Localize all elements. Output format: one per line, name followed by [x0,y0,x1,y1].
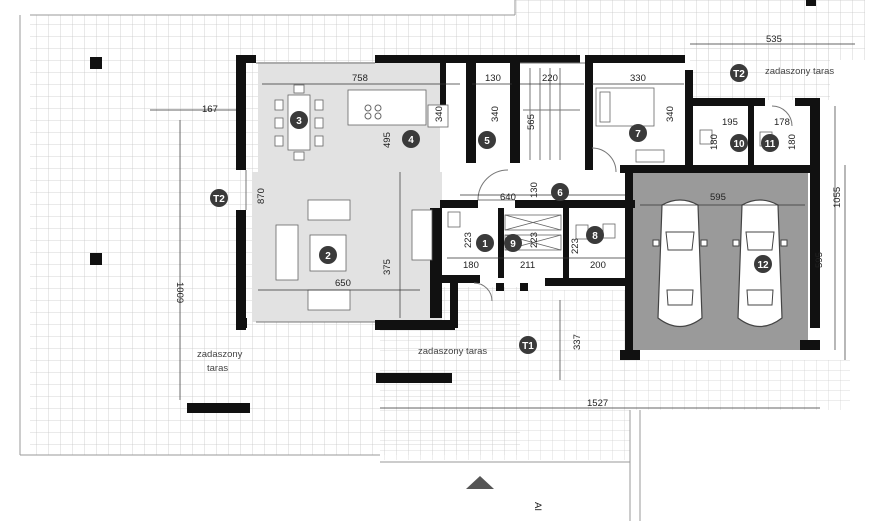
dimension-label: 200 [590,260,606,271]
dimension-label: 330 [630,73,646,84]
svg-text:5: 5 [484,136,490,147]
section-marker-label: AI [532,502,543,511]
room-badge-4: 4 [402,130,420,148]
terrace-badge-t2: T2 [210,189,228,207]
room-badge-1: 1 [476,234,494,252]
dimension-label: 195 [722,117,738,128]
room-badges: 1 2 3 4 5 6 7 8 9 10 11 12 T2 T2 T1 [210,64,779,354]
svg-text:1: 1 [482,239,488,250]
dimension-label: 337 [572,334,583,350]
dimension-label: 495 [382,132,393,148]
area-labels: zadaszony taras zadaszony taras zadaszon… [197,66,834,374]
covered-terrace-label: zadaszony taras [765,66,834,77]
room-badge-5: 5 [478,131,496,149]
room-badge-8: 8 [586,226,604,244]
dimension-label: 758 [352,73,368,84]
svg-text:4: 4 [408,135,414,146]
svg-text:2: 2 [325,251,331,262]
dimension-label: 180 [709,134,720,150]
dimension-label: 223 [570,238,581,254]
dimension-label: 870 [256,188,267,204]
dimension-label: 223 [529,232,540,248]
dimension-label: 595 [814,252,825,268]
dimension-lines [150,43,855,409]
svg-text:11: 11 [765,139,776,150]
svg-text:9: 9 [510,239,516,250]
room-badge-11: 11 [761,134,779,152]
room-badge-6: 6 [551,183,569,201]
dimension-labels: 535 167 758 130 220 330 340 340 340 495 … [174,34,843,409]
dimension-label: 650 [335,278,351,289]
dimension-label: 130 [529,182,540,198]
window-lines [245,62,793,323]
dimension-label: 211 [520,260,535,271]
dimension-label: 535 [766,34,782,45]
covered-terrace-label: taras [207,363,228,374]
room-badge-2: 2 [319,246,337,264]
north-marker: AI [466,476,543,511]
dimension-label: 595 [710,192,726,203]
dimension-label: 1009 [174,282,185,303]
walls [90,0,820,413]
dimension-label: 220 [542,73,558,84]
dimension-label: 375 [382,259,393,275]
dimension-label: 180 [463,260,479,271]
room-badge-3: 3 [290,111,308,129]
svg-text:T1: T1 [522,341,534,352]
svg-text:T2: T2 [213,194,225,205]
dimension-label: 178 [774,117,790,128]
svg-text:6: 6 [557,188,563,199]
room-badge-12: 12 [754,255,772,273]
dimension-label: 340 [490,106,501,122]
svg-text:8: 8 [592,231,598,242]
svg-text:10: 10 [733,139,745,150]
terrace-badge-t2: T2 [730,64,748,82]
dimension-label: 340 [434,106,445,122]
dimension-label: 180 [787,134,798,150]
car-icon [652,199,708,328]
dimension-label: 130 [485,73,501,84]
covered-terrace-label: zadaszony taras [418,346,487,357]
svg-text:3: 3 [296,116,302,127]
dimension-label: 1527 [587,398,608,409]
room-badge-9: 9 [504,234,522,252]
dimension-label: 640 [500,192,516,203]
dimension-label: 223 [463,232,474,248]
room-badge-7: 7 [629,124,647,142]
dimension-label: 565 [526,114,537,130]
room-badge-10: 10 [730,134,748,152]
svg-text:T2: T2 [733,69,745,80]
dimension-label: 167 [202,104,218,115]
dimension-label: 340 [665,106,676,122]
terrace-badge-t1: T1 [519,336,537,354]
svg-text:7: 7 [635,129,641,140]
svg-text:12: 12 [757,260,769,271]
dimension-label: 1055 [832,187,843,208]
covered-terrace-label: zadaszony [197,349,243,360]
